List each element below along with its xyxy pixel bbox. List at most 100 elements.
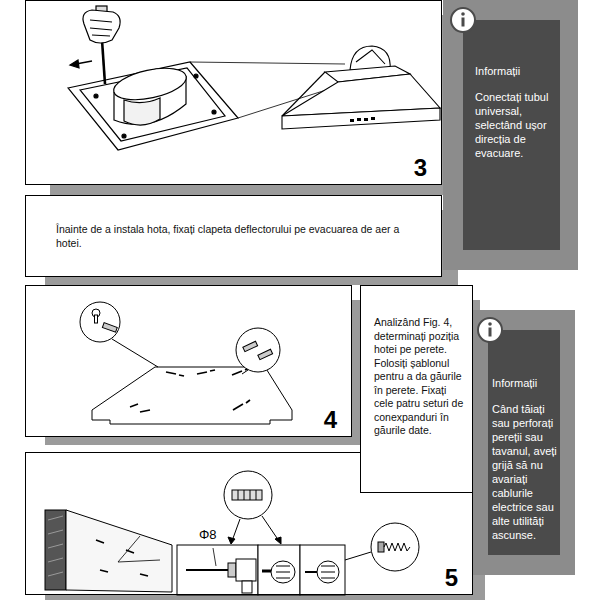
info-icon	[478, 318, 502, 342]
wall	[48, 516, 63, 576]
hand	[317, 561, 339, 583]
screwdriver-hand	[102, 40, 105, 84]
detail-circle	[80, 302, 280, 374]
detail-circle	[345, 552, 371, 560]
panel-ground	[25, 285, 352, 437]
detail-circle	[102, 323, 117, 332]
cooker-hood	[282, 46, 440, 129]
drill	[242, 581, 252, 593]
detail-circle	[228, 537, 235, 544]
panel-ground	[25, 195, 442, 277]
detail-circle	[242, 370, 248, 374]
drill	[236, 559, 256, 581]
cooker-hood	[282, 72, 325, 116]
hood-template	[197, 372, 207, 374]
screwdriver-hand	[90, 20, 112, 36]
deflector-detail	[212, 110, 216, 114]
hand	[276, 566, 290, 578]
info-frame	[443, 0, 578, 270]
deflector-detail	[194, 74, 198, 78]
hood-template	[92, 367, 292, 424]
detail-circle	[262, 516, 279, 541]
info-heading: Informații	[492, 376, 557, 390]
hood-template	[232, 371, 242, 375]
step-frame	[300, 545, 345, 595]
hood-template	[179, 375, 184, 376]
detail-circle	[258, 349, 273, 359]
cooker-hood	[357, 118, 361, 121]
instruction-text: Înainte de a instala hota, fixați clapet…	[56, 222, 401, 250]
detail-circle	[371, 523, 419, 571]
detail-circle	[243, 341, 258, 351]
cooker-hood	[356, 50, 385, 64]
instruction-box: Analizând Fig. 4, determinați poziția ho…	[360, 285, 473, 493]
step-number: 5	[445, 566, 458, 590]
info-icon	[489, 328, 492, 337]
cooker-hood	[350, 119, 354, 122]
info-icon	[462, 18, 465, 27]
drill	[228, 563, 236, 577]
panel-ground	[25, 0, 442, 185]
detail-circle	[80, 302, 120, 342]
instruction-text: Analizând Fig. 4, determinați poziția ho…	[374, 316, 466, 438]
step-number: 3	[414, 156, 427, 180]
hood-template	[130, 404, 138, 407]
info-text: Conectați tubul universal, selectând ușo…	[475, 90, 554, 160]
deflector-detail	[68, 62, 238, 150]
info-text: Când tăiați sau perforați pereții sau ta…	[492, 402, 557, 542]
wall	[45, 510, 66, 590]
hood-template	[246, 400, 250, 403]
hand	[271, 561, 295, 583]
hood-template	[166, 372, 176, 374]
wall	[66, 510, 172, 592]
drill	[186, 569, 228, 571]
deflector-detail	[94, 94, 98, 98]
dimension-label: Φ8	[199, 527, 217, 542]
info-icon	[488, 322, 492, 326]
info-icon	[461, 12, 465, 16]
hood-template	[233, 404, 243, 410]
screwdriver-hand	[70, 60, 79, 68]
screwdriver-hand	[70, 6, 120, 84]
deflector-detail	[68, 62, 238, 150]
detail-circle	[378, 542, 384, 552]
screwdriver-hand	[83, 10, 120, 43]
info-icon	[451, 8, 502, 342]
detail-circle	[238, 490, 256, 500]
hand	[305, 571, 318, 573]
step-frame	[258, 545, 300, 595]
dimension-label: Φ8	[199, 527, 217, 542]
step-panel: 3	[25, 0, 442, 185]
hood-template	[130, 368, 250, 412]
deflector-detail	[124, 98, 160, 125]
detail-circle	[384, 543, 410, 551]
hand	[262, 561, 339, 583]
drill	[213, 548, 216, 566]
cooker-hood	[371, 117, 375, 120]
cooker-hood	[364, 118, 368, 121]
hood-template	[140, 410, 150, 412]
step-number: 4	[324, 408, 337, 432]
hood-template	[210, 370, 215, 371]
leader-line	[190, 62, 345, 64]
info-panel: InformațiiConectați tubul universal, sel…	[463, 20, 560, 250]
wall	[96, 540, 148, 576]
step-panel: 4	[25, 285, 352, 437]
detail-circle	[232, 490, 262, 500]
step-frame	[177, 545, 345, 595]
detail-circle	[232, 519, 240, 541]
hood-template	[92, 367, 292, 424]
info-panel: InformațiiCând tăiați sau perforați pere…	[488, 330, 560, 555]
instruction-box: Înainte de a instala hota, fixați clapet…	[25, 195, 442, 277]
panel-ground	[25, 0, 473, 595]
deflector-detail	[111, 63, 189, 106]
info-icon	[451, 8, 475, 32]
detail-circle	[275, 537, 281, 544]
cooker-hood	[282, 108, 440, 129]
info-frame	[473, 310, 575, 575]
step-frame	[177, 545, 258, 595]
detail-circle	[224, 471, 272, 519]
info-heading: Informații	[475, 64, 554, 78]
cooker-hood	[350, 117, 375, 122]
